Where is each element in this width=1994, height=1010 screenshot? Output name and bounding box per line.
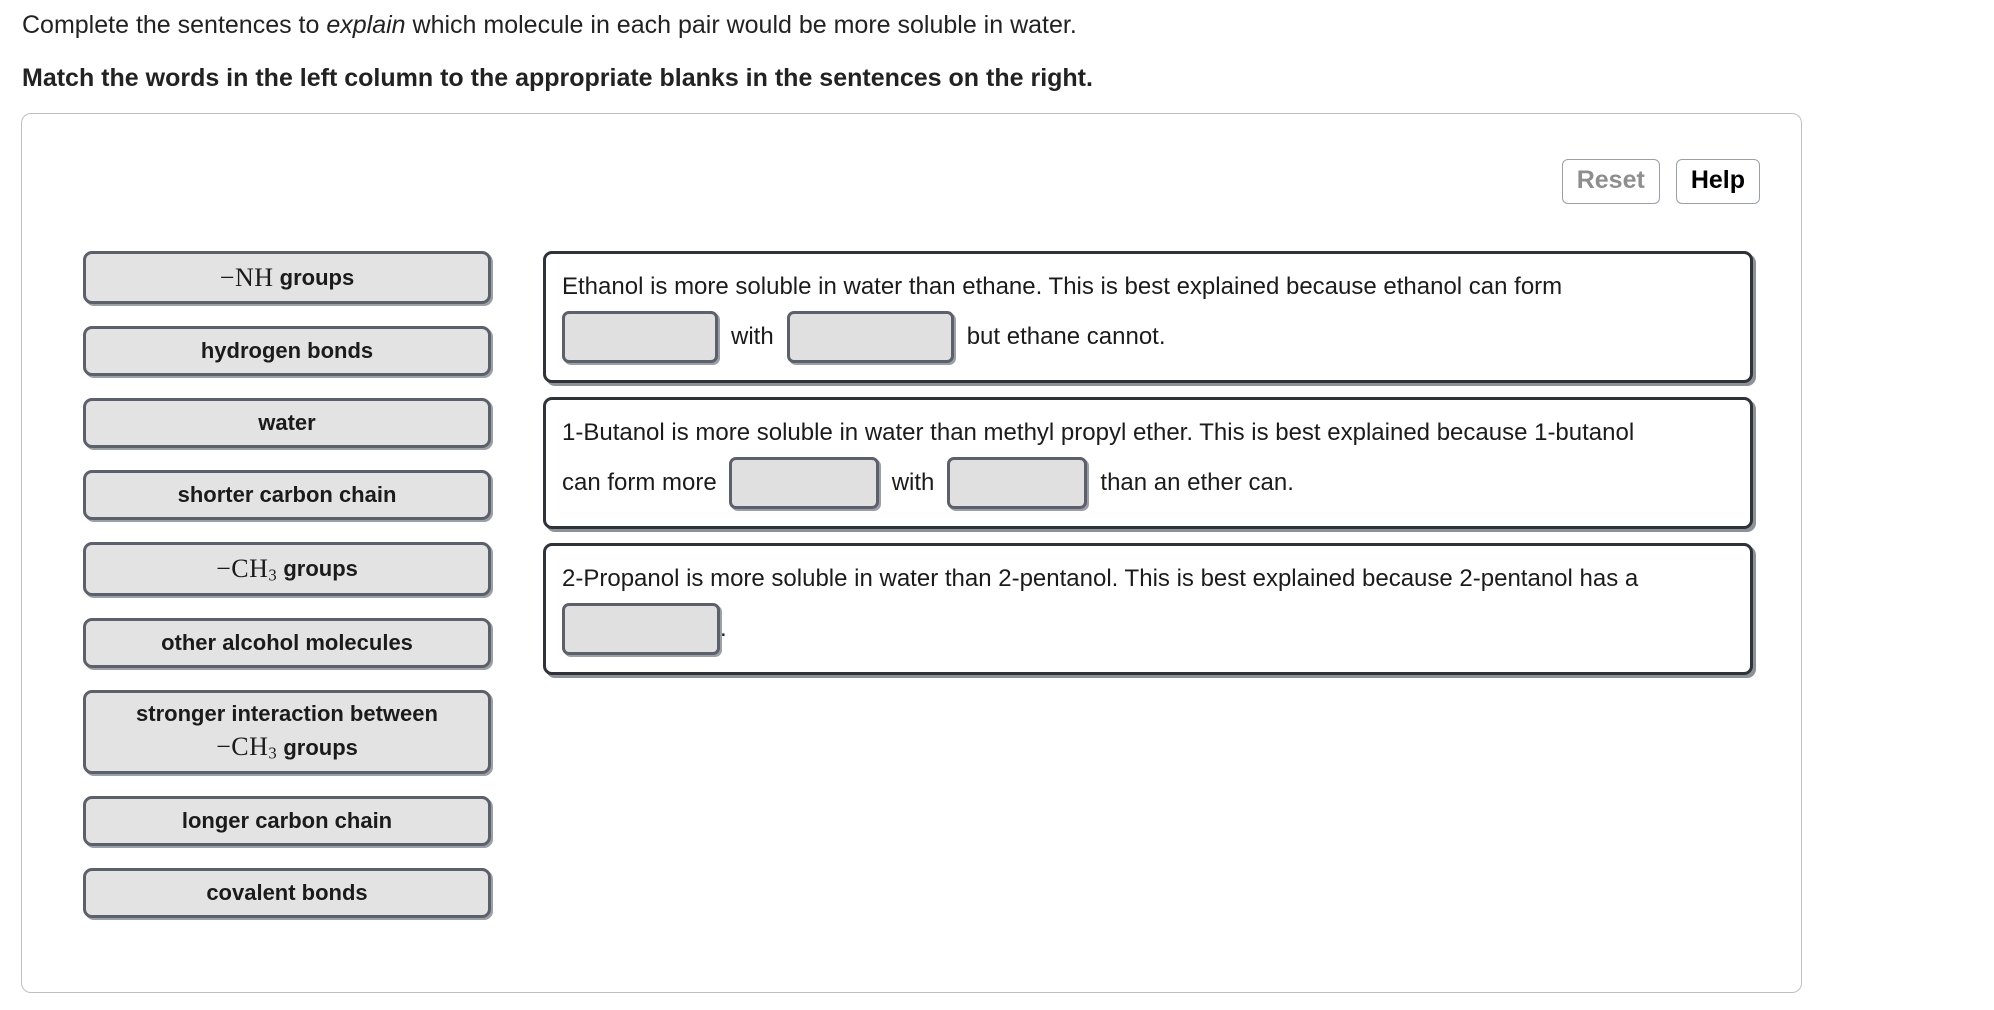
word-tile-label: water <box>258 410 316 436</box>
drop-zone-propanol-1[interactable] <box>562 603 720 655</box>
word-tile-nh-groups[interactable]: −NH groups <box>83 251 491 305</box>
sentence-card-propanol: 2-Propanol is more soluble in water than… <box>543 543 1753 675</box>
word-tile-label: covalent bonds <box>206 880 368 906</box>
word-bank: −NH groups hydrogen bonds water shorter … <box>83 251 491 918</box>
drop-zone-ethanol-1[interactable] <box>562 311 718 363</box>
word-tile-label: other alcohol molecules <box>161 630 413 656</box>
reset-button[interactable]: Reset <box>1561 159 1660 204</box>
prompt-line-1-emphasis: explain <box>326 11 406 39</box>
word-tile-label: longer carbon chain <box>181 808 393 834</box>
drop-zone-butanol-2[interactable] <box>947 457 1088 509</box>
word-tile-label: groups <box>279 264 355 290</box>
prompt-line-1-after: which molecule in each pair would be mor… <box>405 11 1077 39</box>
sentence-row: can form more with than an ether can. <box>562 456 1734 510</box>
sentence-fragment-mid: with <box>731 323 774 350</box>
sentence-row: with but ethane cannot. <box>562 310 1734 364</box>
sentence-card-ethanol: Ethanol is more soluble in water than et… <box>543 251 1753 383</box>
prompt-line-1: Complete the sentences to explain which … <box>22 10 1077 40</box>
word-tile-other-alcohol-molecules[interactable]: other alcohol molecules <box>83 618 491 669</box>
activity-panel: Reset Help −NH groups hydrogen bonds wat… <box>21 113 1802 993</box>
word-tile-label: groups <box>283 556 358 582</box>
word-tile-line-1: stronger interaction between <box>136 701 438 727</box>
word-tile-hydrogen-bonds[interactable]: hydrogen bonds <box>83 326 491 377</box>
prompt-line-1-before: Complete the sentences to <box>22 11 327 39</box>
sentence-text-line-1: 2-Propanol is more soluble in water than… <box>562 565 1639 592</box>
sentence-text-line-1: 1-Butanol is more soluble in water than … <box>562 419 1635 446</box>
word-tile-line-2: groups <box>283 734 358 760</box>
prompt-line-2: Match the words in the left column to th… <box>22 64 1093 92</box>
word-tile-covalent-bonds[interactable]: covalent bonds <box>83 868 491 918</box>
word-tile-label: hydrogen bonds <box>200 338 374 364</box>
sentence-text-line-1: Ethanol is more soluble in water than et… <box>562 273 1563 300</box>
sentence-card-butanol: 1-Butanol is more soluble in water than … <box>543 397 1753 529</box>
sentence-fragment-tail: than an ether can. <box>1100 469 1294 496</box>
toolbar: Reset Help <box>1561 159 1760 204</box>
sentence-row: . <box>562 602 1734 656</box>
word-tile-water[interactable]: water <box>83 398 491 449</box>
sentence-fragment-tail: . <box>720 615 727 642</box>
word-tile-stronger-interaction-ch3[interactable]: stronger interaction between −CH3 groups <box>83 690 491 774</box>
help-button[interactable]: Help <box>1675 159 1760 204</box>
drop-zone-ethanol-2[interactable] <box>786 311 954 363</box>
word-tile-shorter-carbon-chain[interactable]: shorter carbon chain <box>83 470 491 521</box>
chem-formula-nh: −NH <box>219 263 274 292</box>
sentence-fragment-tail: but ethane cannot. <box>966 323 1166 350</box>
chem-formula-ch3: −CH3 <box>216 554 278 585</box>
word-tile-longer-carbon-chain[interactable]: longer carbon chain <box>83 796 491 846</box>
word-tile-label: shorter carbon chain <box>177 482 397 508</box>
chem-formula-ch3: −CH3 <box>216 731 278 763</box>
word-tile-label-multiline: stronger interaction between −CH3 groups <box>136 699 438 765</box>
drop-zone-butanol-1[interactable] <box>728 457 879 509</box>
sentence-fragment-lead: can form more <box>562 469 717 496</box>
sentence-column: Ethanol is more soluble in water than et… <box>543 251 1753 675</box>
word-tile-ch3-groups[interactable]: −CH3 groups <box>83 542 491 597</box>
sentence-fragment-mid: with <box>891 469 935 496</box>
